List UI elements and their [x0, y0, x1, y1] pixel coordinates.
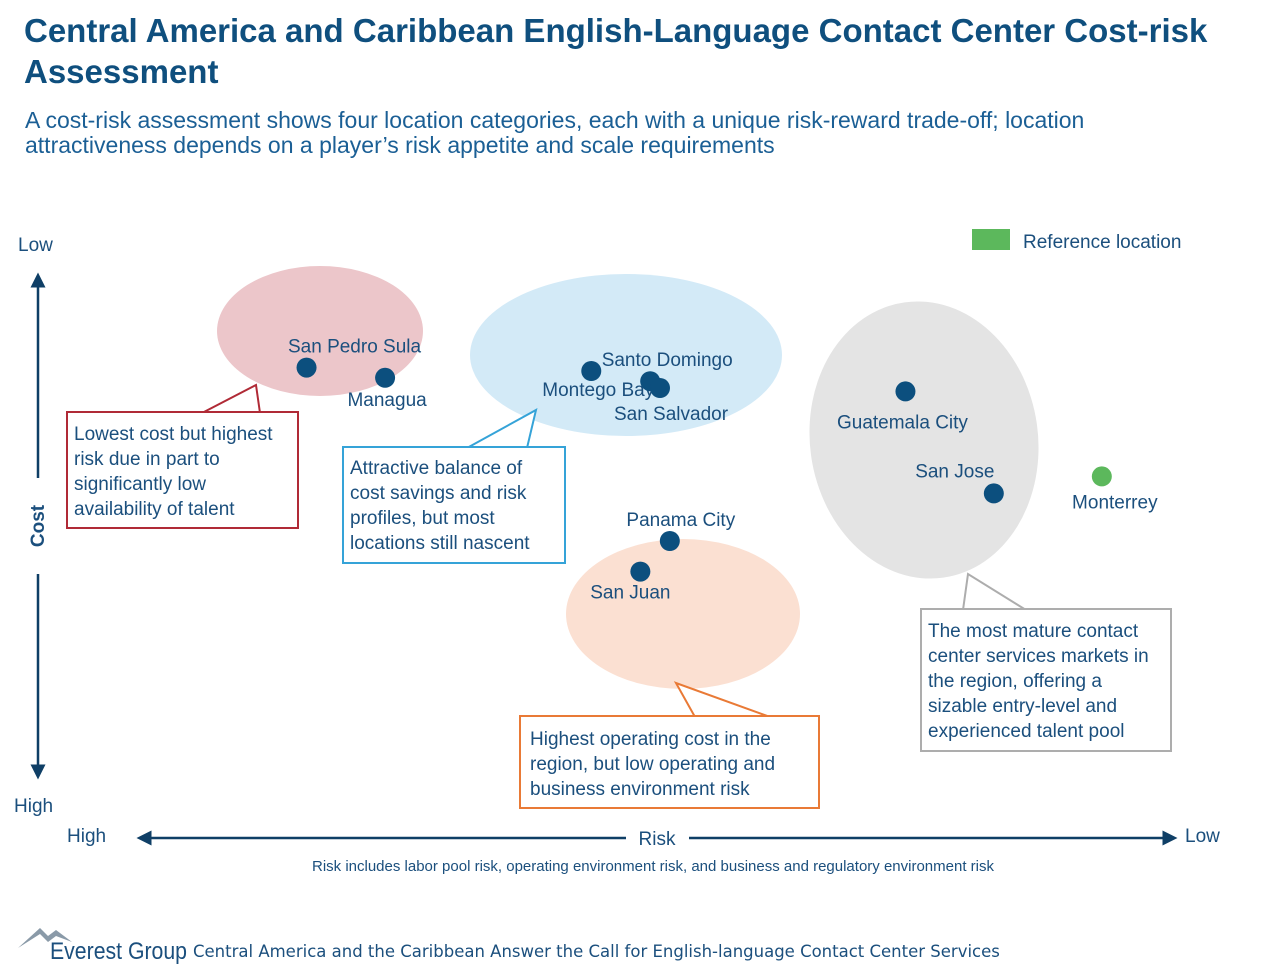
point-san-salvador	[650, 378, 670, 398]
risk-axis-note: Risk includes labor pool risk, operating…	[312, 858, 995, 875]
footer-caption: Central America and the Caribbean Answer…	[193, 942, 1000, 961]
point-label-panama-city: Panama City	[626, 510, 735, 531]
group-ellipse-low-cost-high-risk	[217, 266, 423, 396]
callout-box-low-cost-high-risk	[66, 411, 299, 529]
point-san-juan	[630, 561, 651, 582]
chart-subtitle: A cost-risk assessment shows four locati…	[25, 107, 1085, 158]
callout-line: the region, offering a	[928, 671, 1102, 692]
callout-line: business environment risk	[530, 779, 750, 800]
callout-line: significantly low	[74, 474, 206, 495]
point-montego-bay	[581, 361, 602, 381]
callout-line: cost savings and risk	[350, 483, 527, 504]
cost-axis-label: Cost	[28, 504, 49, 547]
group-ellipse-mature	[809, 301, 1039, 579]
point-san-jose	[983, 483, 1004, 504]
callout-line: Lowest cost but highest	[74, 424, 273, 445]
callout-text-mature: The most mature contact center services m…	[928, 621, 1149, 742]
callout-line: risk due in part to	[74, 449, 220, 470]
risk-axis-left-label: High	[67, 826, 106, 847]
callout-pointer-mature	[962, 572, 1027, 611]
point-panama-city	[659, 531, 680, 551]
callout-line: The most mature contact	[928, 621, 1139, 642]
cost-axis-bottom-label: High	[14, 796, 53, 817]
logo-text: Everest Group	[50, 938, 187, 965]
point-monterrey	[1091, 466, 1112, 487]
legend-swatch-reference	[972, 229, 1010, 250]
callout-line: experienced talent pool	[928, 721, 1124, 742]
point-label-san-pedro-sula: San Pedro Sula	[288, 337, 422, 358]
group-ellipse-high-cost-low-risk	[566, 539, 800, 689]
callout-box-high-cost-low-risk	[519, 715, 820, 809]
callout-line: locations still nascent	[350, 533, 530, 554]
callout-line: sizable entry-level and	[928, 696, 1117, 717]
point-label-managua: Managua	[347, 390, 427, 411]
point-managua	[375, 367, 396, 388]
point-label-monterrey: Monterrey	[1072, 492, 1158, 513]
group-ellipse-balanced	[470, 274, 782, 436]
point-label-san-juan: San Juan	[590, 583, 670, 604]
mountain-logo-icon	[18, 928, 72, 948]
callout-pointer-low-cost-high-risk	[201, 383, 261, 414]
chart-title: Central America and Caribbean English-La…	[24, 12, 1208, 90]
point-san-pedro-sula	[296, 357, 317, 378]
point-label-san-salvador: San Salvador	[614, 404, 729, 425]
risk-axis-label: Risk	[639, 829, 676, 850]
callout-line: Highest operating cost in the	[530, 729, 771, 750]
callout-line: profiles, but most	[350, 508, 495, 529]
legend-label-reference: Reference location	[1023, 232, 1181, 253]
callout-text-low-cost-high-risk: Lowest cost but highest risk due in part …	[74, 424, 273, 520]
point-guatemala-city	[895, 381, 916, 402]
cost-axis-top-label: Low	[18, 235, 53, 256]
callout-box-balanced	[342, 446, 566, 564]
point-label-montego-bay: Montego Bay	[542, 380, 654, 401]
callout-line: Attractive balance of	[350, 458, 523, 479]
point-label-san-jose: San Jose	[915, 461, 994, 482]
callout-text-high-cost-low-risk: Highest operating cost in the region, but…	[530, 729, 775, 800]
risk-axis-right-label: Low	[1185, 826, 1220, 847]
callout-line: region, but low operating and	[530, 754, 775, 775]
callout-line: center services markets in	[928, 646, 1149, 667]
callout-text-balanced: Attractive balance of cost savings and ri…	[350, 458, 530, 554]
callout-line: availability of talent	[74, 499, 235, 520]
callout-pointer-high-cost-low-risk	[673, 681, 771, 718]
point-label-santo-domingo: Santo Domingo	[602, 350, 733, 371]
point-label-guatemala-city: Guatemala City	[837, 412, 968, 433]
everest-group-logo: Everest Group	[18, 928, 187, 965]
callout-box-mature	[920, 608, 1172, 752]
callout-pointer-balanced	[466, 408, 538, 449]
